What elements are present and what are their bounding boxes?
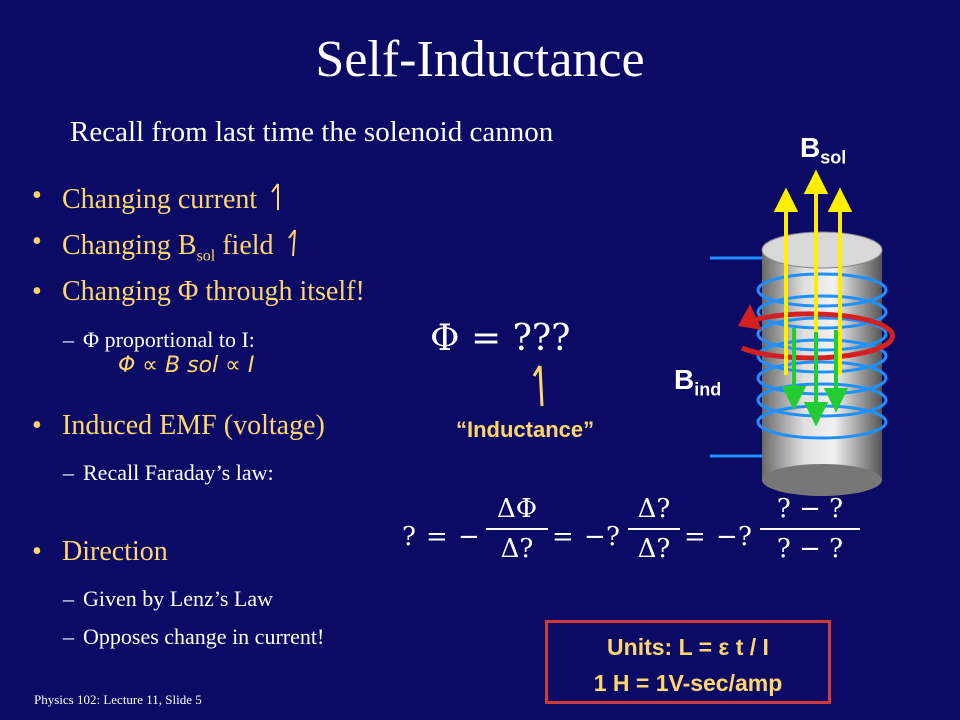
bullet-subscript: sol — [196, 247, 216, 265]
inductance-symbol: ? — [738, 522, 752, 552]
emf-symbol: ? — [402, 522, 416, 552]
units-line-2: 1 H = 1V-sec/amp — [593, 670, 783, 696]
equals-sign: = — [684, 522, 706, 552]
slide-title: Self-Inductance — [315, 31, 645, 88]
bullet-text: field — [215, 230, 274, 261]
sub-bullet-text: Recall Faraday’s law: — [83, 460, 274, 485]
bsol-label: Bsol — [800, 132, 846, 169]
fraction-2: Δ? Δ? — [628, 494, 680, 564]
sub-bullet-text: Given by Lenz’s Law — [83, 586, 273, 611]
up-arrow-icon — [287, 229, 296, 257]
fraction-bar — [760, 528, 860, 530]
bsol-letter: B — [800, 132, 821, 163]
sub-bullet-text: Opposes change in current! — [83, 624, 325, 649]
equals-sign: = — [426, 522, 448, 552]
bsol-arrows — [773, 170, 853, 375]
bullet-dot: • — [32, 226, 42, 257]
fraction-denominator: ? − ? — [776, 534, 844, 564]
dash-mark: – — [63, 624, 74, 649]
fraction-numerator: ΔΦ — [496, 494, 538, 524]
fraction-denominator: Δ? — [500, 534, 534, 564]
fraction-3: ? − ? ? − ? — [760, 494, 860, 564]
up-arrow-icon — [532, 365, 544, 407]
fraction-numerator: Δ? — [637, 494, 671, 524]
bullet-direction: • Direction — [32, 536, 168, 568]
bullet-text: Induced EMF (voltage) — [62, 410, 325, 441]
solenoid-top — [761, 231, 883, 269]
bind-label: Bind — [674, 364, 721, 401]
faraday-equation: ? = − ΔΦ Δ? = − ? Δ? Δ? = − ? ? − ? ? − … — [400, 494, 870, 584]
slide-footer: Physics 102: Lecture 11, Slide 5 — [34, 692, 202, 707]
bullet-dot: • — [32, 276, 42, 307]
fraction-numerator: ? − ? — [776, 494, 844, 524]
up-arrow-icon — [271, 183, 280, 210]
bind-arrows — [781, 328, 849, 427]
handwritten-proportionality: Φ ∝ B sol ∝ I — [118, 353, 255, 378]
sub-bullet-opposes: – Opposes change in current! — [63, 624, 325, 650]
units-line-1: Units: L = ε t / I — [607, 634, 769, 660]
solenoid-bottom — [762, 464, 882, 496]
equals-sign: = — [552, 522, 574, 552]
fraction-bar — [486, 528, 548, 530]
solenoid-diagram — [710, 170, 896, 496]
bullet-text: Direction — [62, 536, 168, 567]
bullet-changing-current: • Changing current — [32, 180, 286, 216]
bullet-text: Changing B — [62, 230, 197, 261]
units-box: Units: L = ε t / I 1 H = 1V-sec/amp — [545, 620, 831, 704]
sub-bullet-proportional: – Φ proportional to I: — [63, 327, 255, 353]
dash-mark: – — [63, 460, 74, 485]
minus-sign: − — [458, 522, 480, 552]
bullet-induced-emf: • Induced EMF (voltage) — [32, 410, 325, 442]
dash-mark: – — [63, 327, 74, 352]
current-ring — [741, 311, 896, 361]
solenoid-coils — [756, 272, 888, 440]
minus-sign: − — [716, 522, 738, 552]
bind-letter: B — [674, 364, 695, 395]
bullet-dot: • — [32, 180, 42, 211]
fraction-denominator: Δ? — [637, 534, 671, 564]
bullet-text: Changing Φ through itself! — [62, 276, 365, 307]
bullet-changing-bsol: • Changing Bsol field — [32, 226, 303, 266]
bullet-changing-flux: • Changing Φ through itself! — [32, 276, 365, 308]
current-arrowhead-icon — [738, 304, 762, 330]
bullet-dot: • — [32, 410, 42, 441]
flux-equation: Φ = ??? — [430, 318, 571, 359]
inductance-symbol: ? — [606, 522, 620, 552]
sub-bullet-text: Φ proportional to I: — [83, 327, 255, 352]
sub-bullet-faraday: – Recall Faraday’s law: — [63, 460, 274, 486]
fraction-1: ΔΦ Δ? — [486, 494, 548, 564]
recall-subtitle: Recall from last time the solenoid canno… — [70, 116, 554, 148]
bind-subscript: ind — [694, 379, 722, 400]
fraction-bar — [628, 528, 680, 530]
dash-mark: – — [63, 586, 74, 611]
minus-sign: − — [584, 522, 606, 552]
inductance-label: “Inductance” — [456, 417, 595, 442]
bsol-subscript: sol — [820, 147, 847, 168]
sub-bullet-lenz: – Given by Lenz’s Law — [63, 586, 273, 612]
bullet-dot: • — [32, 536, 42, 567]
bullet-text: Changing current — [62, 184, 258, 215]
